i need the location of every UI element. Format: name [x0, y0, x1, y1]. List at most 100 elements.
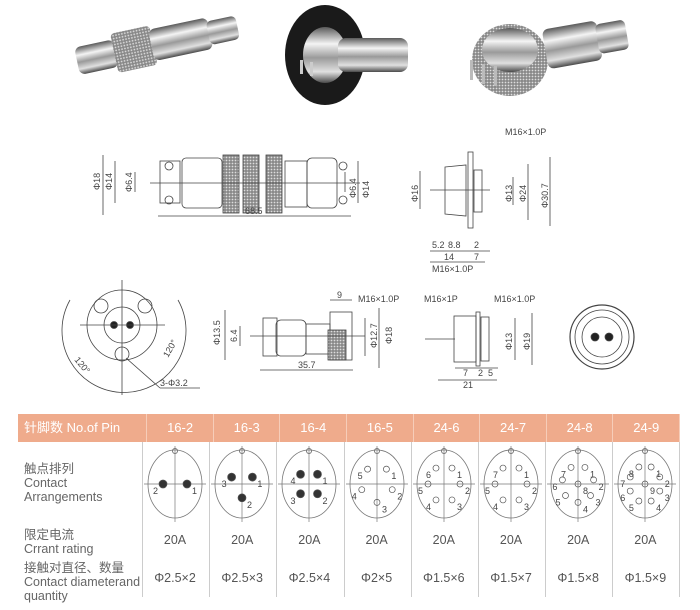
contact-arrangement-diagram: 123 [211, 446, 274, 522]
contact-pin-number: 1 [192, 486, 197, 496]
contact-pin [499, 464, 507, 472]
contact-pin [559, 476, 566, 484]
contact-pin [567, 464, 575, 471]
contact-pin-number: 7 [561, 469, 566, 479]
contact-pin [313, 489, 323, 499]
current-rating-cell: 20A [634, 533, 657, 547]
header-pin: 24-6 [414, 414, 481, 442]
header-pin: 16-5 [347, 414, 414, 442]
dim-14: 14 [444, 252, 454, 262]
short-plug-view: 9 M16×1.0P Φ13.5 6.4 Φ12.7 Φ18 35.7 [212, 290, 399, 371]
dim-d307: Φ30.7 [540, 183, 550, 208]
contact-pin [456, 480, 464, 488]
contact-pin [424, 480, 432, 488]
flange-front-view: 120° 120° 3-Φ3.2 [61, 280, 200, 395]
dim-64: 6.4 [229, 329, 239, 342]
contact-pin [656, 473, 664, 481]
thread-bottom-label: M16×1.0P [432, 264, 473, 274]
contact-pin [227, 472, 237, 482]
contact-pin [635, 497, 643, 505]
thread-label: M16×1.0P [358, 294, 399, 304]
dim-d18: Φ18 [92, 173, 102, 190]
dim-d13: Φ13 [504, 185, 514, 202]
contact-pin [448, 496, 456, 504]
contact-pin-number: 2 [599, 482, 604, 492]
contact-pin [581, 464, 589, 471]
contact-pin [562, 492, 570, 499]
table-header: 针脚数 No.of Pin 16-2 16-3 16-4 16-5 24-6 2… [18, 414, 681, 442]
cable-plug-photo [75, 16, 240, 74]
contact-pin [648, 463, 655, 471]
contact-pin [627, 473, 634, 481]
contact-pin-number: 8 [629, 469, 634, 479]
column-divider [276, 442, 278, 597]
contact-pin-number: 5 [629, 503, 634, 513]
contact-pin-number: 4 [291, 476, 296, 486]
dim-8-8: 8.8 [448, 240, 461, 250]
contact-pin [382, 465, 390, 473]
contact-arrangement-diagram: 12 [144, 446, 206, 522]
header-pin: 24-7 [480, 414, 547, 442]
contact-diameter-cell: Φ1.5×7 [490, 571, 532, 585]
row-label-current: 限定电流 Crrant rating [24, 528, 93, 556]
contact-pin [182, 479, 192, 489]
contact-pin-number: 7 [621, 479, 626, 489]
contact-pin-number: 6 [553, 482, 558, 492]
dim-length: 68.5 [245, 206, 263, 216]
contact-pin-number: 4 [351, 492, 356, 502]
contact-pin-number: 7 [493, 470, 498, 480]
contact-pin-number: 6 [621, 493, 626, 503]
column-divider [478, 442, 479, 597]
contact-pin-number: 8 [583, 486, 588, 496]
contact-pin [635, 463, 643, 471]
contact-pin [642, 480, 649, 488]
label-cn: 限定电流 [24, 528, 75, 542]
header-pin: 24-9 [613, 414, 681, 442]
contact-pin-number: 1 [457, 470, 462, 480]
row-label-contacts: 触点排列 Contact Arrangements [24, 462, 103, 504]
contact-pin [587, 492, 595, 499]
socket-front-face [569, 304, 635, 370]
angle-right: 120° [161, 338, 179, 359]
contact-diameter-cell: Φ2.5×2 [154, 571, 196, 585]
contact-pin-number: 2 [665, 479, 670, 489]
dim-d127: Φ12.7 [369, 323, 379, 348]
column-divider [142, 442, 143, 597]
contact-pin-number: 5 [556, 497, 561, 507]
dim-5-panel: 5 [488, 368, 493, 378]
contact-pin [499, 496, 507, 504]
contact-pin-number: 3 [222, 479, 227, 489]
contact-pin-number: 4 [657, 503, 662, 513]
dim-7: 7 [474, 252, 479, 262]
technical-drawings: Φ18 Φ14 Φ6.4 68.5 Φ6.4 Φ14 M16×1.0P Φ16 … [61, 127, 635, 395]
contact-pin-number: 3 [596, 497, 601, 507]
header-pin-label: 针脚数 No.of Pin [18, 414, 148, 442]
contact-pin [515, 464, 523, 472]
contact-diameter-cell: Φ1.5×8 [557, 571, 599, 585]
header-pin: 16-3 [214, 414, 281, 442]
label-en: quantity [24, 589, 68, 603]
contact-pin [248, 472, 257, 482]
holes-label: 3-Φ3.2 [160, 378, 188, 388]
dim-d13-panel: Φ13 [504, 333, 514, 350]
dim-length-short: 35.7 [298, 360, 316, 370]
label-en: Arrangements [24, 490, 103, 504]
contact-pin-number: 3 [291, 496, 296, 506]
contact-pin-number: 3 [524, 502, 529, 512]
contact-pin [491, 480, 499, 488]
contact-diameter-cell: Φ1.5×6 [422, 571, 465, 585]
contact-pin [515, 496, 523, 504]
contact-pin-number: 2 [532, 486, 537, 496]
contact-pin [296, 469, 306, 479]
contact-pin [590, 476, 598, 484]
plug-side-view: Φ18 Φ14 Φ6.4 68.5 Φ6.4 Φ14 [92, 154, 371, 217]
contact-pin [388, 486, 396, 494]
dim-d64-right: Φ6.4 [348, 178, 358, 198]
contact-pin [574, 499, 582, 506]
contact-pin-number: 6 [426, 470, 431, 480]
contact-pin [648, 497, 655, 505]
socket-side-view: M16×1.0P Φ16 Φ13 Φ24 Φ30.7 5.2 8.8 2 14 … [410, 127, 551, 274]
contact-pin-number: 4 [426, 502, 431, 512]
